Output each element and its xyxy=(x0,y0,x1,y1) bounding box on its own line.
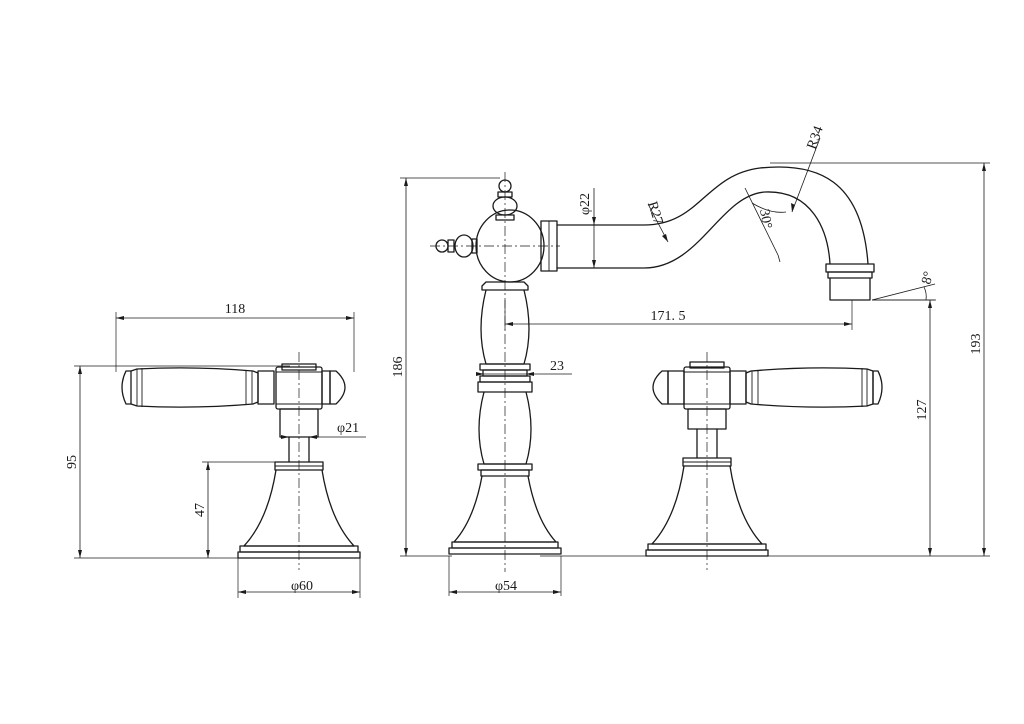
dim-outlet-angle: 8° xyxy=(919,270,937,286)
dim-base-height: 47 xyxy=(193,503,208,517)
dim-reach: 171. 5 xyxy=(651,309,686,324)
right-handle-valve xyxy=(645,352,883,570)
dim-bend-angle: 30° xyxy=(756,208,774,230)
dim-overall-height: 193 xyxy=(969,334,984,355)
dim-handle-height: 95 xyxy=(65,455,80,469)
dim-spout-body-height: 186 xyxy=(391,357,406,378)
dim-bend-radius-outer: R34 xyxy=(805,124,827,151)
dim-spout-base-diameter: φ54 xyxy=(495,579,517,594)
dim-stem-diameter: φ21 xyxy=(337,421,359,436)
dim-bend-radius-inner: R27 xyxy=(644,200,665,227)
dimension-lines xyxy=(74,137,990,598)
dimension-labels: 118 95 φ21 47 φ60 186 φ22 R27 R34 30° 17… xyxy=(65,124,984,594)
dim-spout-pipe-diameter: φ22 xyxy=(578,193,593,215)
dim-outlet-height: 127 xyxy=(915,400,930,421)
left-handle-valve xyxy=(121,352,361,570)
dim-neck-diameter: 23 xyxy=(550,359,564,374)
dim-handle-span: 118 xyxy=(225,302,245,317)
dim-handle-base-diameter: φ60 xyxy=(291,579,313,594)
center-spout xyxy=(430,166,875,572)
